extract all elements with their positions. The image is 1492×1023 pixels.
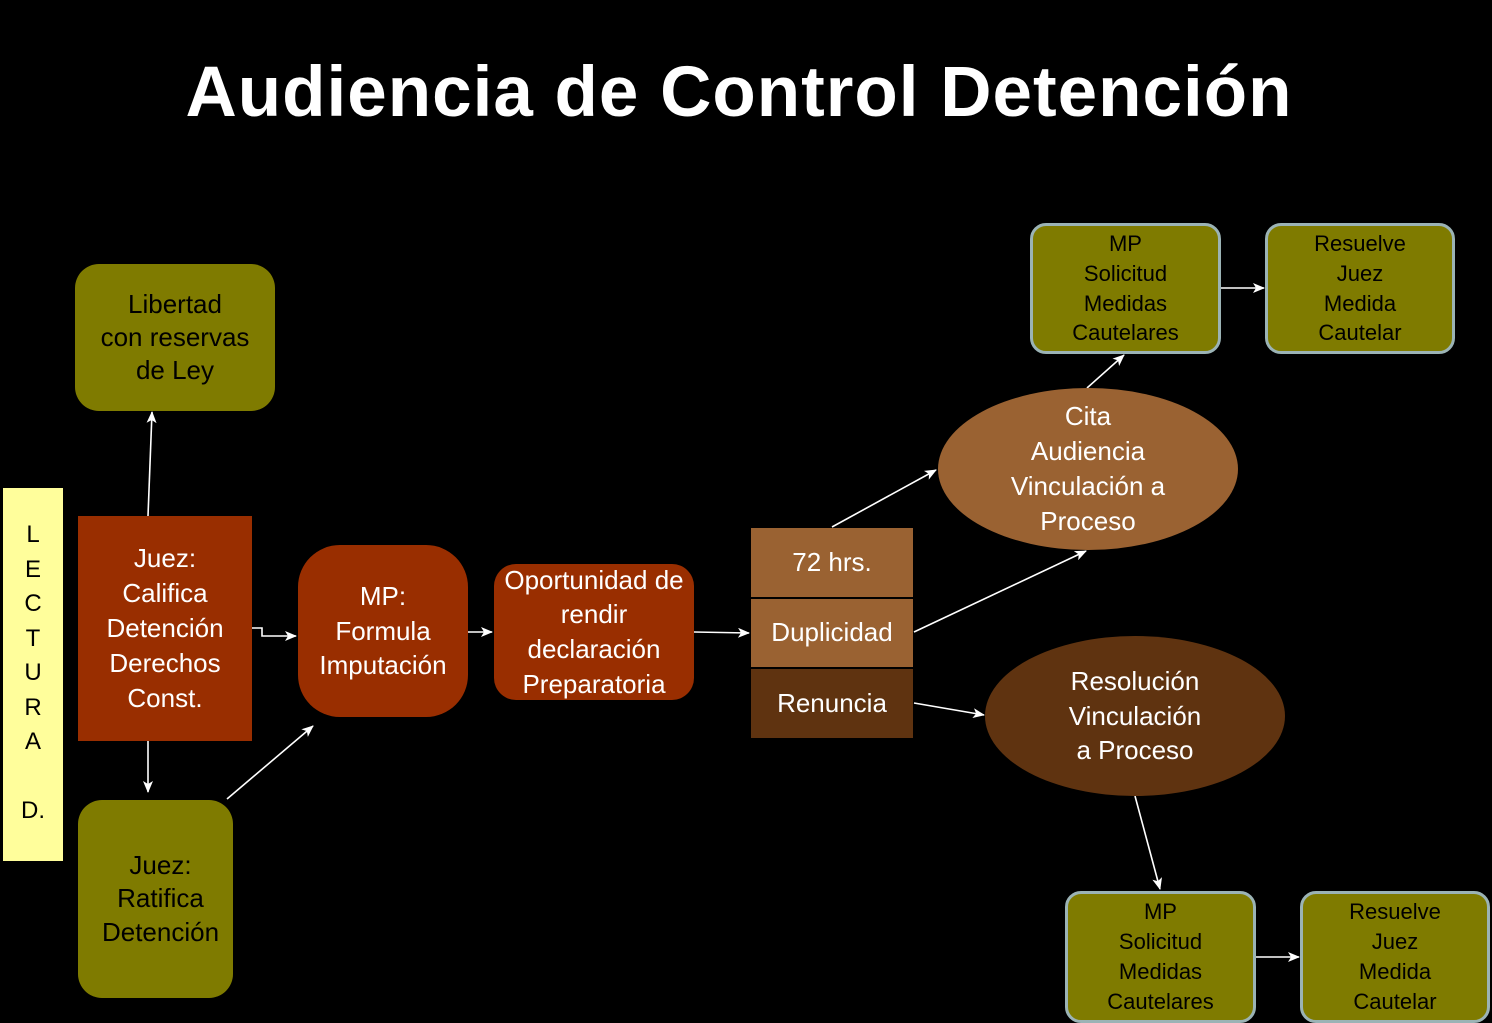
resuelve-top-box: Resuelve Juez Medida Cautelar	[1265, 223, 1455, 354]
lectura-label: L E C T U R A D.	[3, 488, 63, 861]
arrow-72hrs-to-cita	[831, 469, 937, 528]
lectura-letter: R	[24, 693, 42, 721]
mp-solicitud-bottom-box: MP Solicitud Medidas Cautelares	[1065, 891, 1256, 1023]
arrow-resolucion-to-mp-bottom	[1134, 795, 1162, 890]
renuncia-box: Renuncia	[751, 669, 913, 738]
cita-audiencia-ellipse: Cita Audiencia Vinculación a Proceso	[938, 388, 1238, 550]
lectura-letter: L	[26, 521, 40, 548]
lectura-letter: A	[24, 728, 41, 755]
arrow-cita-to-mp-top	[1086, 354, 1125, 389]
resolucion-ellipse: Resolución Vinculación a Proceso	[985, 636, 1285, 796]
lectura-letter: U	[24, 659, 42, 686]
page-title: Audiencia de Control Detención	[185, 53, 1293, 132]
juez-califica-box: Juez: Califica Detención Derechos Const.	[78, 516, 252, 741]
lectura-letter: C	[24, 590, 42, 617]
arrow-renuncia-to-resolucion	[913, 702, 985, 719]
mp-solicitud-top-box: MP Solicitud Medidas Cautelares	[1030, 223, 1221, 354]
lectura-letter: T	[25, 624, 41, 652]
lectura-suffix: D.	[21, 796, 45, 824]
oportunidad-box: Oportunidad de rendir declaración Prepar…	[494, 564, 694, 700]
juez-ratifica-box: Juez: Ratifica Detención	[78, 800, 233, 998]
resuelve-bottom-box: Resuelve Juez Medida Cautelar	[1300, 891, 1490, 1023]
mp-formula-box: MP: Formula Imputación	[298, 545, 468, 717]
arrow-ratifica-to-mp	[226, 725, 314, 800]
duplicidad-box: Duplicidad	[751, 599, 913, 667]
arrow-califica-to-mp	[252, 627, 297, 641]
hrs72-box: 72 hrs.	[751, 528, 913, 597]
arrow-oportunidad-to-duplicidad	[693, 627, 750, 638]
libertad-box: Libertad con reservas de Ley	[75, 264, 275, 411]
arrow-duplicidad-to-cita	[913, 550, 1087, 633]
arrow-califica-to-libertad	[146, 411, 157, 517]
lectura-letter: E	[24, 555, 41, 583]
